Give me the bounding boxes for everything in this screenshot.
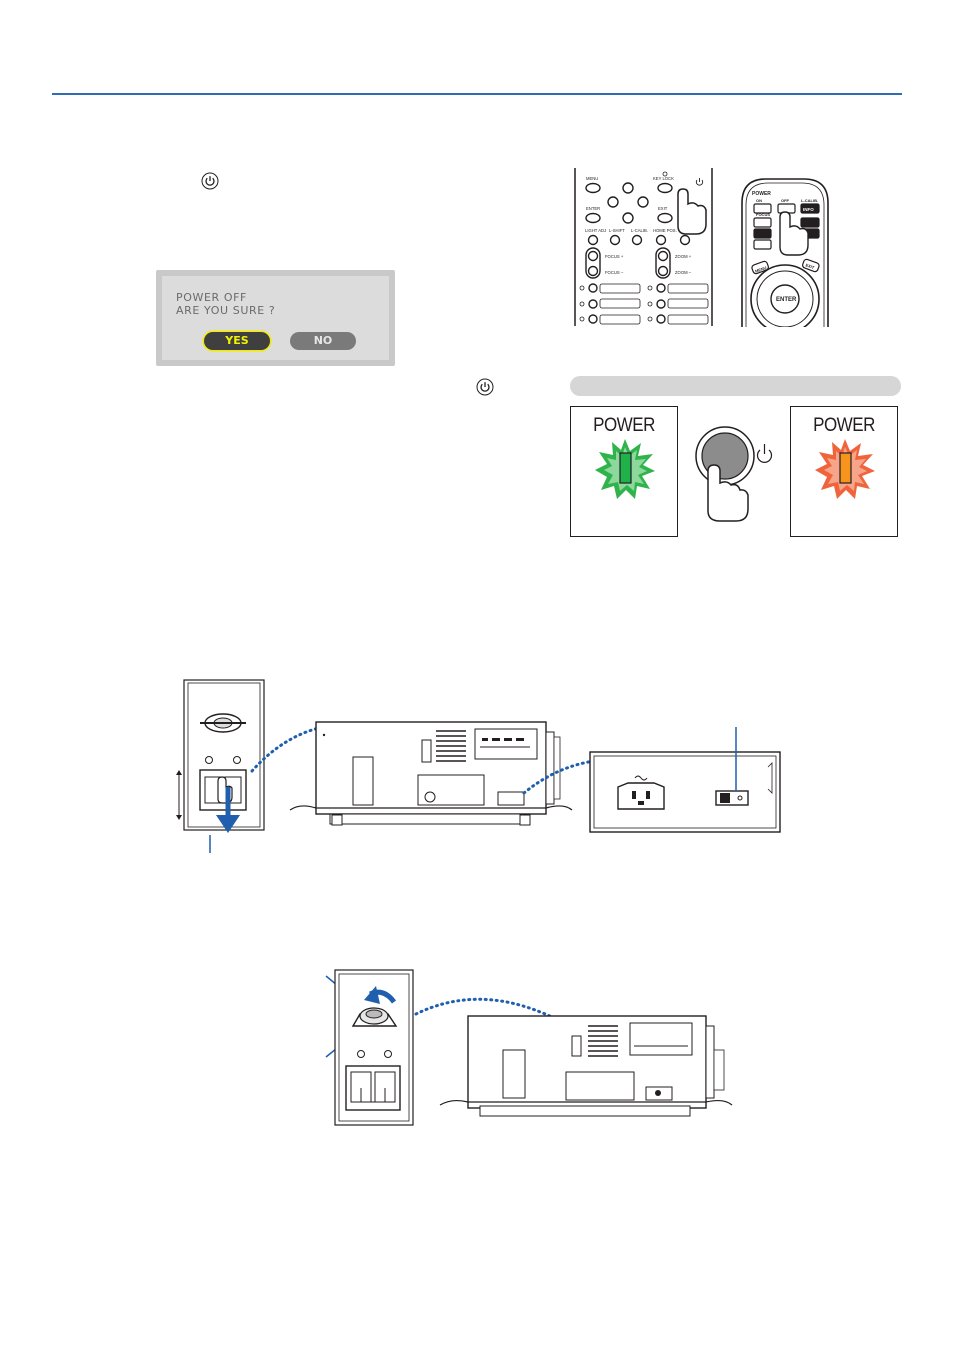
remote-exit-button[interactable] — [802, 258, 820, 273]
remote-enter-button[interactable] — [770, 284, 800, 314]
enter-button[interactable] — [585, 212, 601, 224]
panel-label-focus-plus: FOCUS + — [605, 254, 624, 259]
panel-label-home-pos: HOME POS. — [653, 228, 677, 233]
remote-menu-label: MENU — [754, 265, 767, 274]
finger-pointer-icon — [677, 188, 707, 235]
power-indicator-label: POWER — [813, 413, 875, 436]
test-button[interactable] — [667, 283, 709, 294]
ac-inlet-icon — [617, 782, 665, 810]
remote-focus-plus[interactable] — [753, 217, 772, 228]
panel-label-key-lock: KEY LOCK — [653, 176, 674, 181]
finger-pointer-icon — [707, 464, 749, 522]
l-calib-button[interactable] — [631, 234, 643, 246]
status-box-before: POWER — [570, 406, 678, 537]
power-icon — [201, 172, 219, 190]
remote-menu-button[interactable] — [751, 260, 769, 275]
displayport-button[interactable] — [599, 298, 641, 309]
l-shift-button[interactable] — [609, 234, 621, 246]
no-button[interactable]: NO — [290, 332, 356, 350]
power-indicator-label: POWER — [593, 413, 655, 436]
status-header-bar — [570, 376, 901, 396]
key-lock-button[interactable] — [657, 182, 673, 194]
panel-label-l-shift: L-SHIFT — [609, 228, 625, 233]
power-icon — [695, 178, 704, 186]
header-rule — [52, 93, 902, 95]
slot-button[interactable] — [667, 314, 709, 325]
power-inlet-small — [497, 791, 525, 806]
sdi-button[interactable] — [599, 314, 641, 325]
remote-info-label: INFO — [803, 207, 814, 212]
remote-control: POWER ON OFF L-CALIB. FOCUS VOL. INFO EN… — [741, 178, 829, 327]
panel-label-zoom-plus: ZOOM + — [675, 254, 692, 259]
remote-focus-minus[interactable] — [753, 228, 772, 239]
remote-label-on: ON — [756, 198, 762, 203]
power-icon — [476, 378, 494, 396]
panel-label-menu: MENU — [586, 176, 598, 181]
remote-on-button[interactable] — [753, 203, 772, 214]
right-button[interactable] — [637, 196, 649, 208]
exit-button[interactable] — [657, 212, 673, 224]
panel-label-zoom-minus: ZOOM – — [675, 270, 692, 275]
hdmi-button[interactable] — [599, 283, 641, 294]
remote-enter-label: ENTER — [776, 297, 797, 303]
power-indicator-green — [595, 439, 655, 499]
panel-label-l-calib: L-CALIB. — [631, 228, 648, 233]
panel-label-focus-minus: FOCUS – — [605, 270, 624, 275]
finger-pointer-icon — [779, 211, 809, 256]
info-button[interactable] — [679, 234, 691, 246]
down-button[interactable] — [622, 212, 634, 224]
remote-exit-label: EXIT — [805, 262, 816, 270]
hdbaset-button[interactable] — [667, 298, 709, 309]
remote-label-l-calib: L-CALIB. — [801, 198, 818, 203]
dialog-line-are-you-sure: ARE YOU SURE ? — [176, 304, 276, 317]
projector-control-panel: MENU KEY LOCK ENTER EXIT LIGHT ADJ L-SHI… — [574, 168, 713, 326]
power-button-press — [695, 426, 773, 522]
power-switch-figure — [176, 679, 781, 853]
remote-label-off: OFF — [781, 198, 790, 203]
panel-label-light-adj: LIGHT ADJ — [585, 228, 606, 233]
up-button[interactable] — [622, 182, 634, 194]
lens-cap-figure — [325, 969, 733, 1126]
dialog-line-power-off: POWER OFF — [176, 291, 247, 304]
power-off-dialog: POWER OFF ARE YOU SURE ? YES NO — [156, 270, 395, 366]
remote-label-power: POWER — [752, 191, 771, 197]
light-adj-button[interactable] — [587, 234, 599, 246]
arrow-rotate-icon — [364, 986, 380, 1004]
remote-vol-plus[interactable] — [753, 239, 772, 250]
status-box-after: POWER — [790, 406, 898, 537]
power-icon — [756, 444, 773, 463]
arrow-down-icon — [216, 815, 240, 833]
remote-info-button[interactable] — [800, 203, 820, 214]
power-indicator-orange — [815, 439, 875, 499]
home-pos-button[interactable] — [655, 234, 667, 246]
menu-button[interactable] — [585, 182, 601, 194]
left-button[interactable] — [607, 196, 619, 208]
yes-button[interactable]: YES — [204, 332, 270, 350]
panel-label-enter: ENTER — [586, 206, 600, 211]
panel-label-exit: EXIT — [658, 206, 668, 211]
remote-label-focus: FOCUS — [756, 212, 770, 217]
